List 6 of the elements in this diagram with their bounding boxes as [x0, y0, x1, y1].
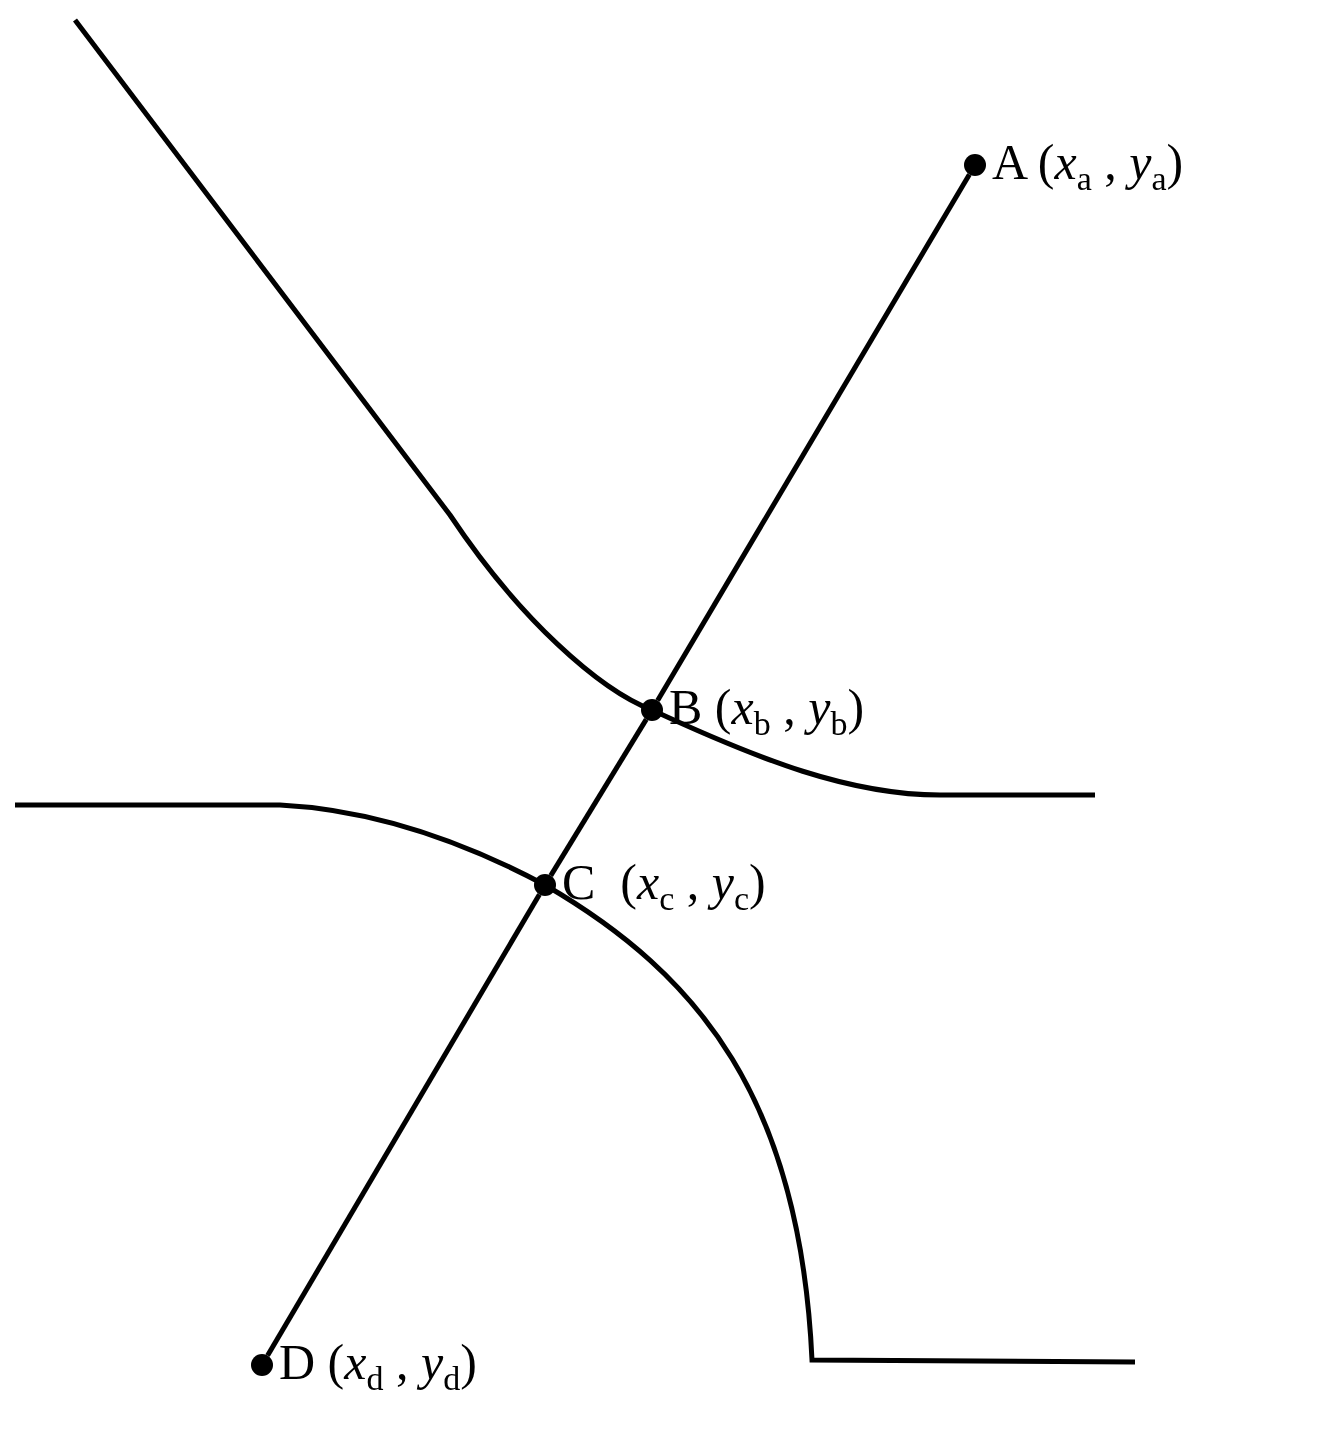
line-segment [548, 718, 649, 877]
line-segment [655, 173, 972, 702]
point-label: A (x$_{a}$ , y$_{a}$) [992, 132, 1184, 198]
line-segment [265, 893, 542, 1357]
point-label: C (x$_{c}$ , y$_{c}$) [562, 852, 766, 918]
point-label: D (x$_{d}$ , y$_{d}$) [279, 1332, 477, 1398]
